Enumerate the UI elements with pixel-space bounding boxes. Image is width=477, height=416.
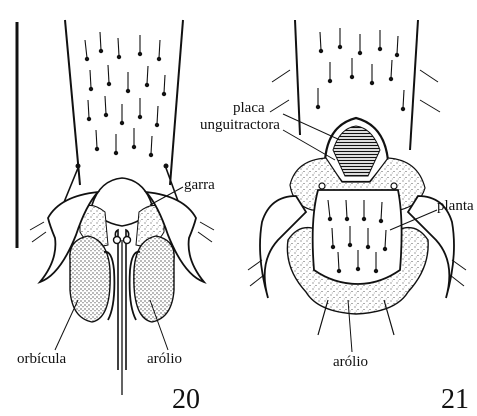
label-planta: planta — [437, 199, 474, 214]
figure-number-20: 20 — [172, 386, 200, 414]
label-orbicula: orbícula — [17, 352, 66, 367]
figure-21-drawing — [248, 20, 466, 335]
label-garra: garra — [184, 178, 215, 193]
label-arolio-20: arólio — [147, 352, 182, 367]
label-arolio-21: arólio — [333, 355, 368, 370]
label-unguitractora: unguitractora — [200, 118, 280, 133]
figure-20-drawing — [30, 20, 214, 395]
figure-number-21: 21 — [441, 386, 469, 414]
label-placa: placa — [233, 101, 265, 116]
